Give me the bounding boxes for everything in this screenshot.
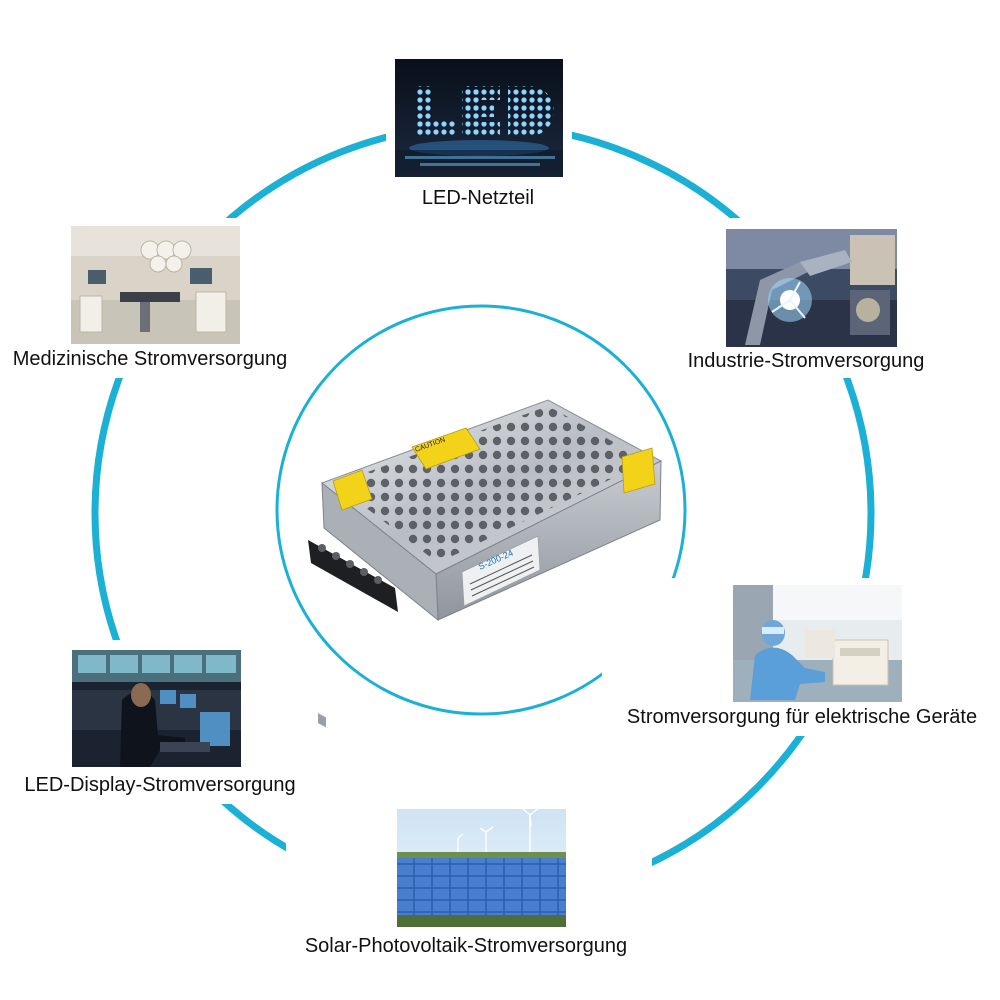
operating-room-image — [71, 226, 240, 344]
solar-panels-wind-turbines-image — [397, 806, 566, 927]
control-room-displays-image — [72, 650, 241, 767]
label-led-display-stromversorgung: LED-Display-Stromversorgung — [24, 774, 296, 796]
label-led-netzteil: LED-Netzteil — [421, 187, 535, 209]
label-solar-photovoltaik-stromversorgung: Solar-Photovoltaik-Stromversorgung — [304, 935, 628, 957]
label-stromversorgung-elektrische-geraete: Stromversorgung für elektrische Geräte — [626, 706, 978, 728]
label-industrie-stromversorgung: Industrie-Stromversorgung — [687, 350, 925, 372]
laboratory-equipment-image — [733, 585, 902, 702]
inner-ring — [275, 304, 687, 716]
led-sign-image — [395, 59, 563, 177]
label-medizinische-stromversorgung: Medizinische Stromversorgung — [12, 348, 288, 370]
power-supply-unit: CAUTION S-200-24 — [308, 399, 663, 728]
industrial-welding-robot-image — [726, 229, 897, 347]
